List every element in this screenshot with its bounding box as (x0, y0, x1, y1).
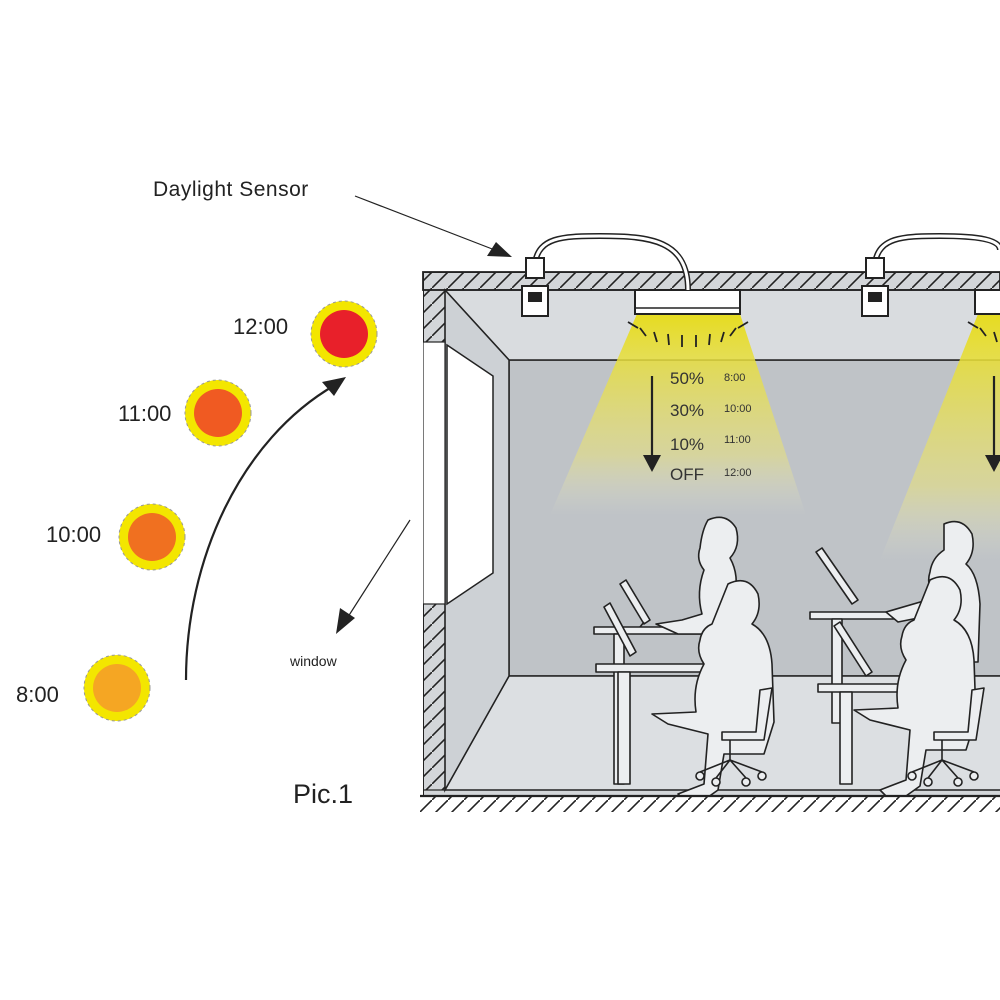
chair-wheel (954, 778, 962, 786)
roof-slab (423, 272, 1000, 290)
sensor-head (526, 258, 544, 278)
sun-0800 (84, 655, 150, 721)
window-pointer-line (346, 520, 410, 620)
chair-wheel (696, 772, 704, 780)
sun-1000 (119, 504, 185, 570)
sun-path-arrowhead (322, 377, 346, 396)
chair-wheel (758, 772, 766, 780)
sun-core (320, 310, 368, 358)
dimming-time-3: 11:00 (724, 434, 751, 446)
dimming-time-4: 12:00 (724, 467, 752, 479)
sun-core (128, 513, 176, 561)
ground-hatch (420, 796, 1000, 812)
room: 50% 8:00 30% 10:00 10% 11:00 OFF 12:00 (423, 272, 1000, 800)
chair-wheel (970, 772, 978, 780)
window-pointer-arrowhead (336, 608, 355, 634)
sensor-window (868, 292, 882, 302)
window-label: window (289, 653, 338, 669)
sun-1100 (185, 380, 251, 446)
sensor-cable-inner (875, 236, 1000, 262)
chair-wheel (924, 778, 932, 786)
sun-time-label-1000: 10:00 (46, 522, 101, 547)
daylight-sensor-label: Daylight Sensor (153, 178, 309, 201)
sun-core (194, 389, 242, 437)
sensor-head (866, 258, 884, 278)
desk-leg (618, 672, 630, 784)
sun-1200 (311, 301, 377, 367)
dimming-level-2: 30% (670, 401, 704, 420)
sun-time-label-1200: 12:00 (233, 314, 288, 339)
caption: Pic.1 (293, 779, 353, 809)
sun-time-label-0800: 8:00 (16, 682, 59, 707)
dimming-level-1: 50% (670, 369, 704, 388)
desk-leg (840, 692, 852, 784)
fixture-body (635, 290, 740, 314)
fixture-body (975, 290, 1000, 314)
chair-wheel (712, 778, 720, 786)
window-pane (447, 345, 493, 604)
dimming-level-3: 10% (670, 435, 704, 454)
sensor-pointer-arrowhead (487, 242, 512, 257)
sensor-pointer-line (355, 196, 500, 252)
window-opening (423, 342, 445, 604)
sun-core (93, 664, 141, 712)
sun-time-label-1100: 11:00 (118, 401, 171, 426)
dimming-time-2: 10:00 (724, 403, 752, 415)
desk (596, 664, 716, 672)
dimming-level-4: OFF (670, 465, 704, 484)
chair-wheel (908, 772, 916, 780)
dimming-time-1: 8:00 (724, 372, 745, 384)
sensor-window (528, 292, 542, 302)
chair-wheel (742, 778, 750, 786)
